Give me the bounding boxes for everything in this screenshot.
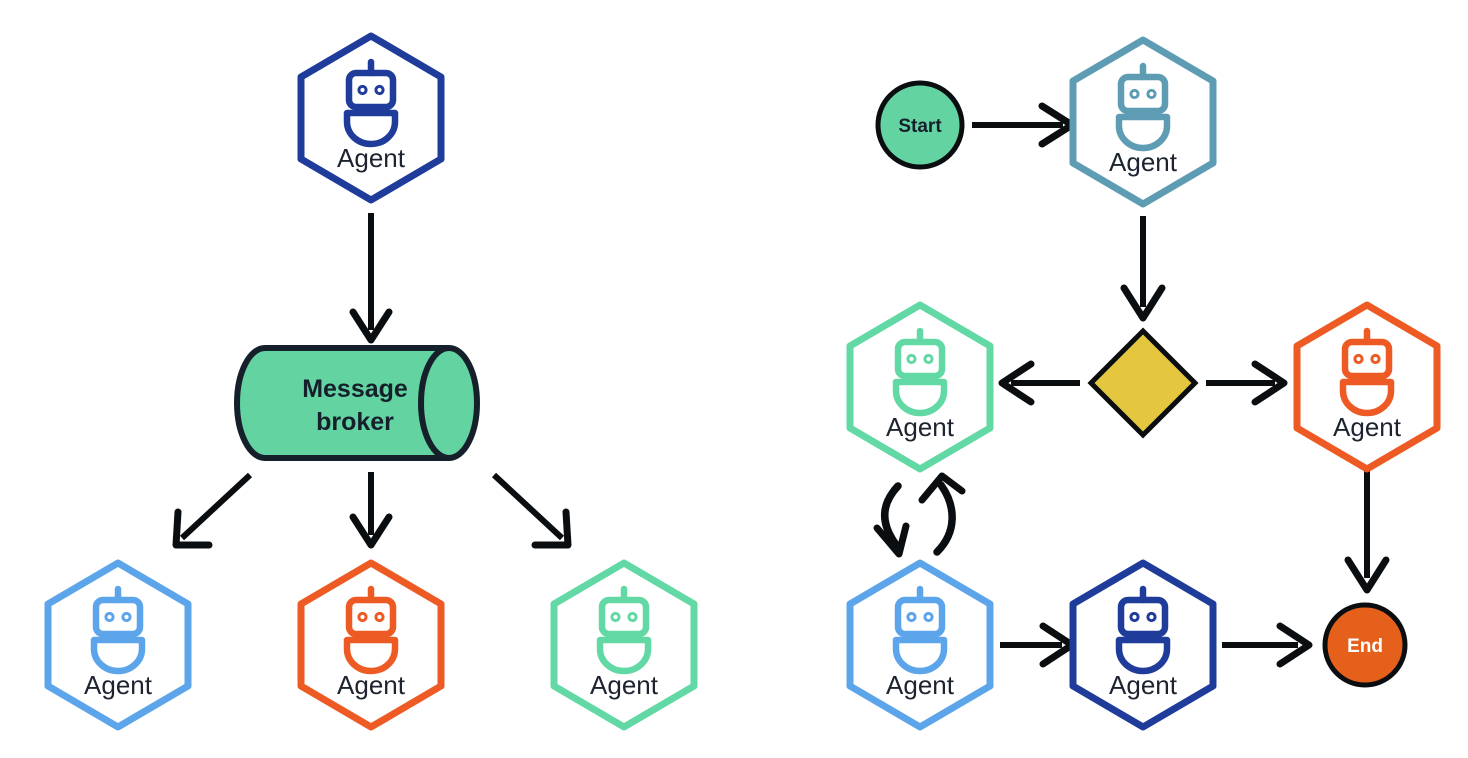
edge-loop-agent-to-left-agent <box>918 472 966 556</box>
start-label: Start <box>898 116 942 137</box>
node-label: Agent <box>886 412 955 442</box>
edge-final-agent-to-end <box>1222 622 1313 668</box>
edge-decision-to-left-agent <box>998 360 1080 406</box>
node-sub-agent-3[interactable]: Agent <box>554 563 694 727</box>
node-right-agent[interactable]: Agent <box>1297 305 1437 469</box>
node-router-agent[interactable]: Agent <box>1073 40 1213 204</box>
cylinder-body <box>234 345 480 461</box>
node-left-agent[interactable]: Agent <box>850 305 990 469</box>
node-decision[interactable] <box>1087 327 1199 439</box>
node-loop-agent[interactable]: Agent <box>850 563 990 727</box>
node-label: Agent <box>886 670 955 700</box>
node-message-broker[interactable]: Message broker <box>234 345 480 461</box>
node-label: Agent <box>337 670 406 700</box>
cylinder-cap <box>418 345 450 461</box>
broker-label-line1: Message <box>302 375 408 403</box>
end-label: End <box>1347 636 1383 657</box>
node-label: Agent <box>1109 670 1178 700</box>
edge-left-agent-to-loop-agent <box>873 482 910 558</box>
node-label: Agent <box>84 670 153 700</box>
start-circle <box>875 80 965 170</box>
node-start[interactable]: Start <box>875 80 965 170</box>
node-sub-agent-2[interactable]: Agent <box>301 563 441 727</box>
decision-diamond <box>1087 327 1199 439</box>
edge-right-agent-to-end <box>1344 470 1390 594</box>
edge-broker-to-sub-agent-3 <box>491 472 572 549</box>
node-end[interactable]: End <box>1322 602 1408 688</box>
end-circle <box>1322 602 1408 688</box>
node-label: Agent <box>337 143 406 173</box>
edge-decision-to-right-agent <box>1206 360 1288 406</box>
edge-broker-to-sub-agent-2 <box>349 472 393 549</box>
node-sub-agent-1[interactable]: Agent <box>48 563 188 727</box>
node-final-agent[interactable]: Agent <box>1073 563 1213 727</box>
edge-pub-agent-to-broker <box>349 213 393 344</box>
edge-router-agent-to-decision <box>1120 216 1166 322</box>
broker-label-line2: broker <box>316 408 394 436</box>
node-label: Agent <box>1109 147 1178 177</box>
node-pub-agent[interactable]: Agent <box>301 36 441 200</box>
node-label: Agent <box>590 670 659 700</box>
node-label: Agent <box>1333 412 1402 442</box>
edge-broker-to-sub-agent-1 <box>172 472 253 549</box>
